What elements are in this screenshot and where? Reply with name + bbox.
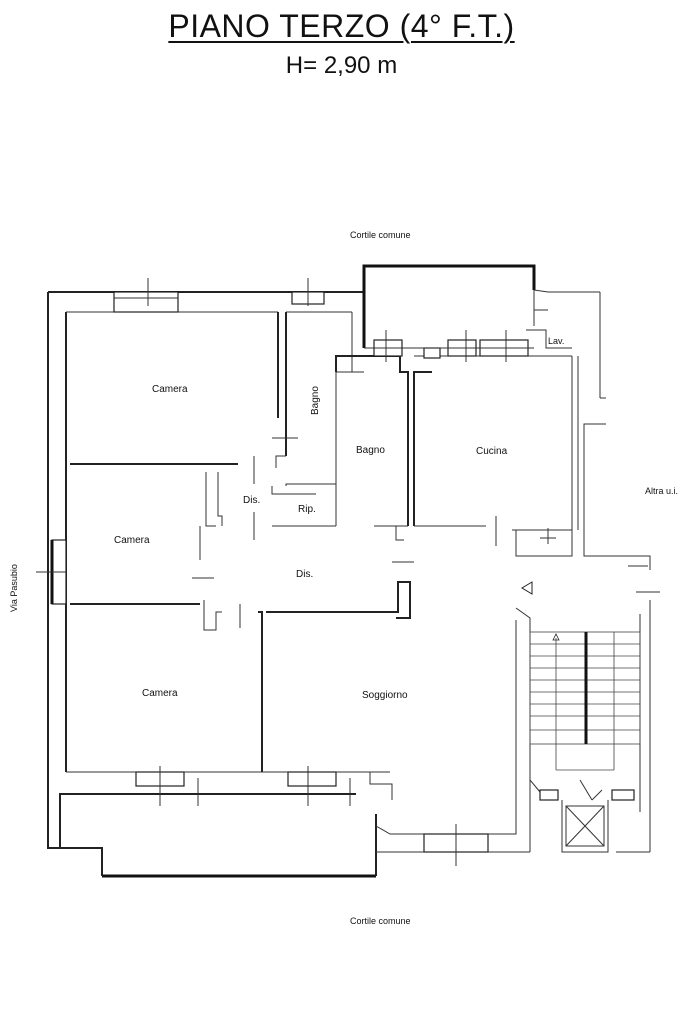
- courtyard-bottom-label: Cortile comune: [350, 916, 411, 926]
- room-label-cucina: Cucina: [476, 446, 508, 457]
- room-label-camera-2: Camera: [114, 535, 150, 546]
- lav-label: Lav.: [548, 336, 564, 346]
- room-label-rip: Rip.: [298, 504, 316, 515]
- interior-walls: [70, 312, 660, 812]
- room-label-camera-3: Camera: [142, 688, 178, 699]
- other-unit-label: Altra u.i.: [645, 486, 678, 496]
- balcony-top: Lav.: [364, 290, 572, 349]
- room-label-bagno-1: Bagno: [310, 386, 321, 415]
- room-label-soggiorno: Soggiorno: [362, 690, 408, 701]
- courtyard-top-label: Cortile comune: [350, 230, 411, 240]
- room-label-dis-1: Dis.: [243, 495, 260, 506]
- street-label: Via Pasubio: [9, 564, 19, 612]
- ceiling-height: H= 2,90 m: [285, 52, 398, 79]
- room-label-camera-1: Camera: [152, 384, 188, 395]
- plan-title: PIANO TERZO (4° F.T.): [168, 8, 515, 44]
- room-label-dis-2: Dis.: [296, 569, 313, 580]
- room-label-bagno-2: Bagno: [356, 445, 385, 456]
- windows: [36, 278, 635, 866]
- staircase: [521, 581, 641, 853]
